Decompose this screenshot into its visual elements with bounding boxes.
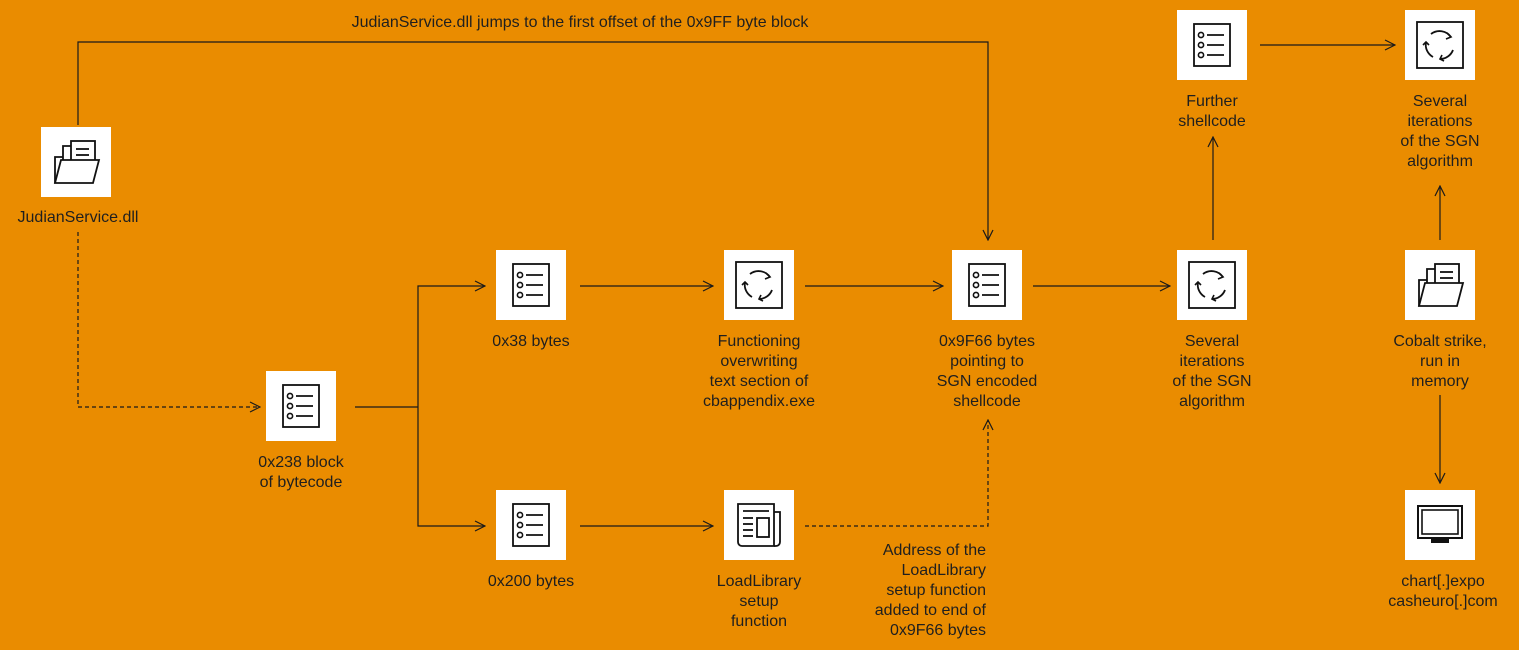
block238-node-box xyxy=(266,371,336,441)
bytes200-node-label: 0x200 bytes xyxy=(487,573,575,590)
top-arrow xyxy=(77,41,988,240)
sgn2-node-label: Several iterations of the SGN algorithm xyxy=(1400,93,1480,170)
list-icon xyxy=(1193,23,1231,67)
cobalt-node-box xyxy=(1405,250,1475,320)
sgn1-node-box xyxy=(1177,250,1247,320)
list-icon xyxy=(968,263,1006,307)
further-node-box xyxy=(1177,10,1247,80)
bytes9f66-node-box xyxy=(952,250,1022,320)
list-icon xyxy=(282,384,320,428)
bytes9f66-node-label: 0x9F66 bytes pointing to SGN encoded she… xyxy=(936,333,1038,410)
judian-node-box xyxy=(41,127,111,197)
arrow-to-0x38 xyxy=(417,286,485,407)
list-icon xyxy=(512,263,550,307)
judian-node-label: JudianService.dll xyxy=(17,209,139,226)
bytes200-node-box xyxy=(496,490,566,560)
loadlib-node-label: LoadLibrary setup function xyxy=(716,573,802,630)
cycle-icon xyxy=(1416,21,1464,69)
cobalt-node-label: Cobalt strike, run in memory xyxy=(1393,333,1487,390)
list-icon xyxy=(512,503,550,547)
bytes38-node-label: 0x38 bytes xyxy=(492,333,570,350)
sgn2-node-box xyxy=(1405,10,1475,80)
cycle-icon xyxy=(1188,261,1236,309)
folder-document-icon xyxy=(1417,263,1465,307)
address-note: Address of the LoadLibrary setup functio… xyxy=(874,542,986,639)
domain-node-box xyxy=(1405,490,1475,560)
block238-node-label: 0x238 block of bytecode xyxy=(258,454,344,491)
dashed-arrow-loadlib-to-9f66 xyxy=(805,420,988,527)
domain-node-label: chart[.]expo casheuro[.]com xyxy=(1388,573,1498,610)
overwrite-node-box xyxy=(724,250,794,320)
folder-document-icon xyxy=(53,140,101,184)
bytes38-node-box xyxy=(496,250,566,320)
arrow-to-0x200 xyxy=(417,407,485,526)
further-node-label: Further shellcode xyxy=(1178,93,1246,130)
newspaper-icon xyxy=(737,503,781,547)
top-arrow-label: JudianService.dll jumps to the first off… xyxy=(351,14,809,31)
overwrite-node-label: Functioning overwriting text section of … xyxy=(702,333,816,410)
sgn1-node-label: Several iterations of the SGN algorithm xyxy=(1172,333,1252,410)
loadlib-node-box xyxy=(724,490,794,560)
monitor-icon xyxy=(1417,505,1463,543)
dashed-arrow-judian-to-block xyxy=(77,232,260,407)
cycle-icon xyxy=(735,261,783,309)
